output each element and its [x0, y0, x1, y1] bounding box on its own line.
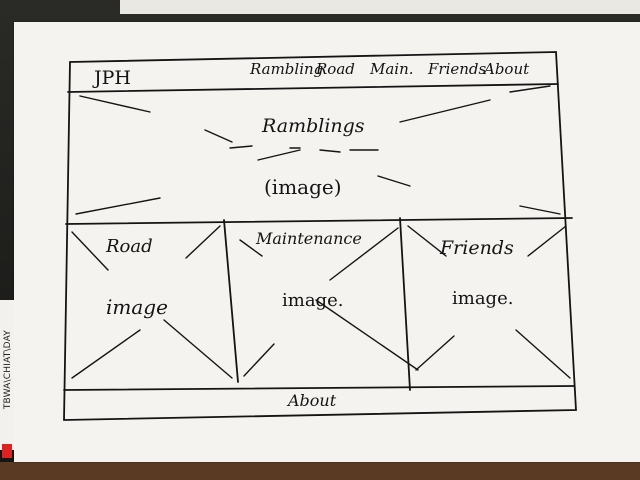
card-image-label-road: image — [106, 295, 168, 319]
maintenance-card-placeholder-x — [239, 227, 419, 377]
brand-strip — [0, 300, 14, 450]
background-paper — [120, 0, 640, 14]
hero-title: Ramblings — [261, 115, 365, 137]
column-divider-2 — [399, 217, 411, 391]
column-divider-1 — [223, 219, 239, 383]
card-title-road: Road — [105, 236, 153, 257]
nav-link-rambling: Rambling — [249, 60, 323, 78]
card-title-maintenance: Maintenance — [255, 229, 362, 248]
footer-label: About — [286, 391, 337, 410]
hero-image-label: (image) — [264, 175, 342, 199]
brand-logo-mark — [2, 444, 12, 458]
nav-link-main: Main. — [369, 60, 414, 78]
card-image-label-friends: image. — [452, 288, 513, 309]
road-card-placeholder-x — [71, 225, 233, 379]
site-logo: JPH — [92, 67, 131, 89]
frame-outline — [63, 51, 577, 421]
hero-divider — [65, 217, 573, 225]
friends-card-placeholder-x — [407, 225, 571, 379]
wood-edge — [0, 462, 640, 480]
footer-divider — [63, 385, 575, 391]
nav-link-friends: Friends — [427, 60, 487, 78]
card-image-label-maintenance: image. — [282, 290, 343, 311]
nav-link-about: About — [482, 60, 530, 78]
nav-link-road: Road — [315, 60, 355, 78]
hero-placeholder-x — [75, 85, 561, 215]
card-title-friends: Friends — [439, 237, 514, 259]
header-divider — [67, 83, 559, 93]
